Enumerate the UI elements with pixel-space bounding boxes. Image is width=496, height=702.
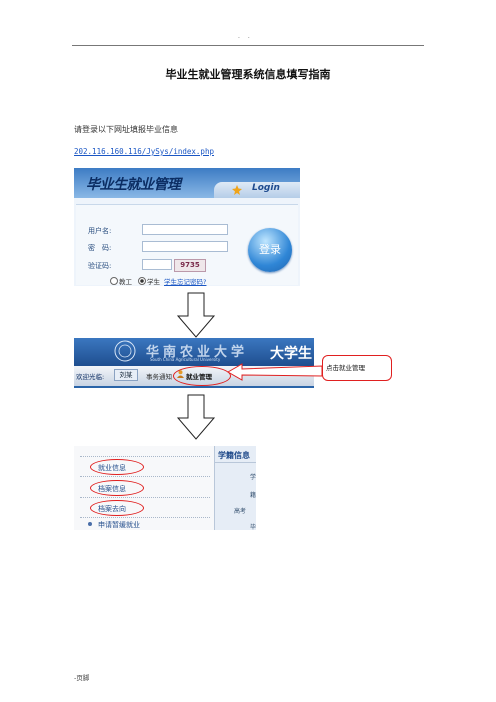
forgot-password-link[interactable]: 学生忘记密码? <box>164 278 207 286</box>
university-name-en: South China Agricultural University <box>150 357 221 362</box>
captcha-image: 9735 <box>174 259 206 272</box>
jobs-highlight-oval <box>173 366 231 386</box>
content-cell: 学 <box>250 474 256 481</box>
nav-item-affairs[interactable]: 事务通知 <box>146 373 172 381</box>
user-name-box: 刘某 <box>114 369 138 381</box>
system-url-link[interactable]: 202.116.160.116/JySys/index.php <box>74 147 214 156</box>
header-rule <box>72 45 424 46</box>
page-footer: -页脚 <box>74 674 90 682</box>
password-label: 密 码: <box>88 244 112 252</box>
university-banner <box>74 338 314 366</box>
university-emblem-icon <box>114 340 136 362</box>
bullet-icon <box>88 522 92 526</box>
login-tab-label: Login <box>252 183 280 193</box>
role-teacher-radio[interactable] <box>110 277 118 285</box>
highlight-oval <box>90 480 144 496</box>
callout-box <box>322 355 392 381</box>
intro-text: 请登录以下网址填报毕业信息 <box>74 125 178 134</box>
highlight-oval <box>90 500 144 516</box>
role-teacher-label: 教工 <box>119 278 132 286</box>
password-input[interactable] <box>142 241 228 252</box>
username-input[interactable] <box>142 224 228 235</box>
content-panel <box>214 446 256 530</box>
content-cell: 高考 <box>234 508 247 515</box>
content-divider <box>215 462 256 463</box>
nav-screenshot: 华南农业大学 South China Agricultural Universi… <box>74 338 314 388</box>
sidebar-screenshot: 就业信息 档案信息 档案去向 申请暂缓就业 学籍信息 学 籍 高考 毕 <box>74 446 256 530</box>
role-student-label: 学生 <box>147 278 160 286</box>
role-student-radio[interactable] <box>138 277 146 285</box>
banner-right-text: 大学生 <box>270 346 312 362</box>
content-cell: 籍 <box>250 492 256 499</box>
highlight-oval <box>90 459 144 475</box>
sidebar-divider <box>80 456 210 458</box>
content-header: 学籍信息 <box>218 451 250 460</box>
down-arrow-icon <box>176 292 216 338</box>
captcha-input[interactable] <box>142 259 172 270</box>
username-label: 用户名: <box>88 227 112 235</box>
sidebar-divider <box>80 497 210 499</box>
captcha-label: 验证码: <box>88 262 112 270</box>
down-arrow-icon <box>176 394 216 440</box>
sidebar-divider <box>80 517 210 519</box>
login-button[interactable]: 登录 <box>248 228 292 272</box>
header-dots: . . <box>238 33 253 40</box>
login-logo-icon <box>232 185 242 195</box>
page-title: 毕业生就业管理系统信息填写指南 <box>165 68 331 81</box>
login-screenshot: 毕业生就业管理 Login 用户名: 密 码: 验证码: 9735 登录 教工 … <box>74 168 300 286</box>
content-cell: 毕 <box>250 524 256 530</box>
sidebar-item-defer-employment[interactable]: 申请暂缓就业 <box>98 521 140 529</box>
sidebar-divider <box>80 476 210 478</box>
callout-pointer-arrow-icon <box>226 363 323 381</box>
callout-text: 点击就业管理 <box>326 364 365 372</box>
login-brand-text: 毕业生就业管理 <box>86 177 181 193</box>
welcome-label: 欢迎光临: <box>76 373 105 381</box>
university-name: 华南农业大学 <box>146 345 249 360</box>
